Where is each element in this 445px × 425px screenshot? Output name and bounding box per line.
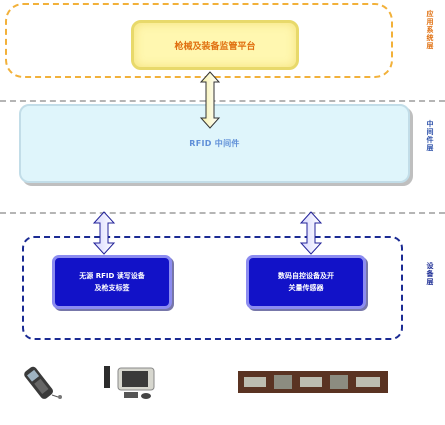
application-layer-label: 应用系统层 <box>426 10 434 50</box>
sensor-label-line2: 关量传感器 <box>288 284 324 292</box>
arrow-middleware-sensor <box>299 211 323 255</box>
desktop-reader-icon <box>104 366 155 399</box>
device-layer-frame <box>22 236 403 340</box>
platform-label: 枪械及装备监管平台 <box>174 41 256 52</box>
arrow-platform-middleware <box>199 71 221 129</box>
arrow-middleware-reader <box>92 211 116 255</box>
reader-label-line1: 无源 RFID 读写设备 <box>79 272 145 280</box>
layer-divider-top <box>0 100 445 102</box>
rfid-tag-strip-icon <box>238 371 388 393</box>
application-layer-frame <box>5 3 393 78</box>
middleware-layer-label: 中间件层 <box>426 120 434 152</box>
handheld-reader-icon <box>24 366 62 399</box>
layer-divider-bottom <box>0 212 445 214</box>
reader-label-line2: 及枪支标签 <box>94 284 130 292</box>
sensor-label-line1: 数码自控设备及开 <box>278 272 334 280</box>
platform-node: 枪械及装备监管平台 <box>131 20 299 70</box>
reader-node: 无源 RFID 读写设备 及枪支标签 <box>52 255 172 309</box>
sensor-node: 数码自控设备及开 关量传感器 <box>246 255 366 309</box>
device-layer-label: 设备层 <box>426 262 434 286</box>
middleware-label: RFID 中间件 <box>189 139 240 148</box>
